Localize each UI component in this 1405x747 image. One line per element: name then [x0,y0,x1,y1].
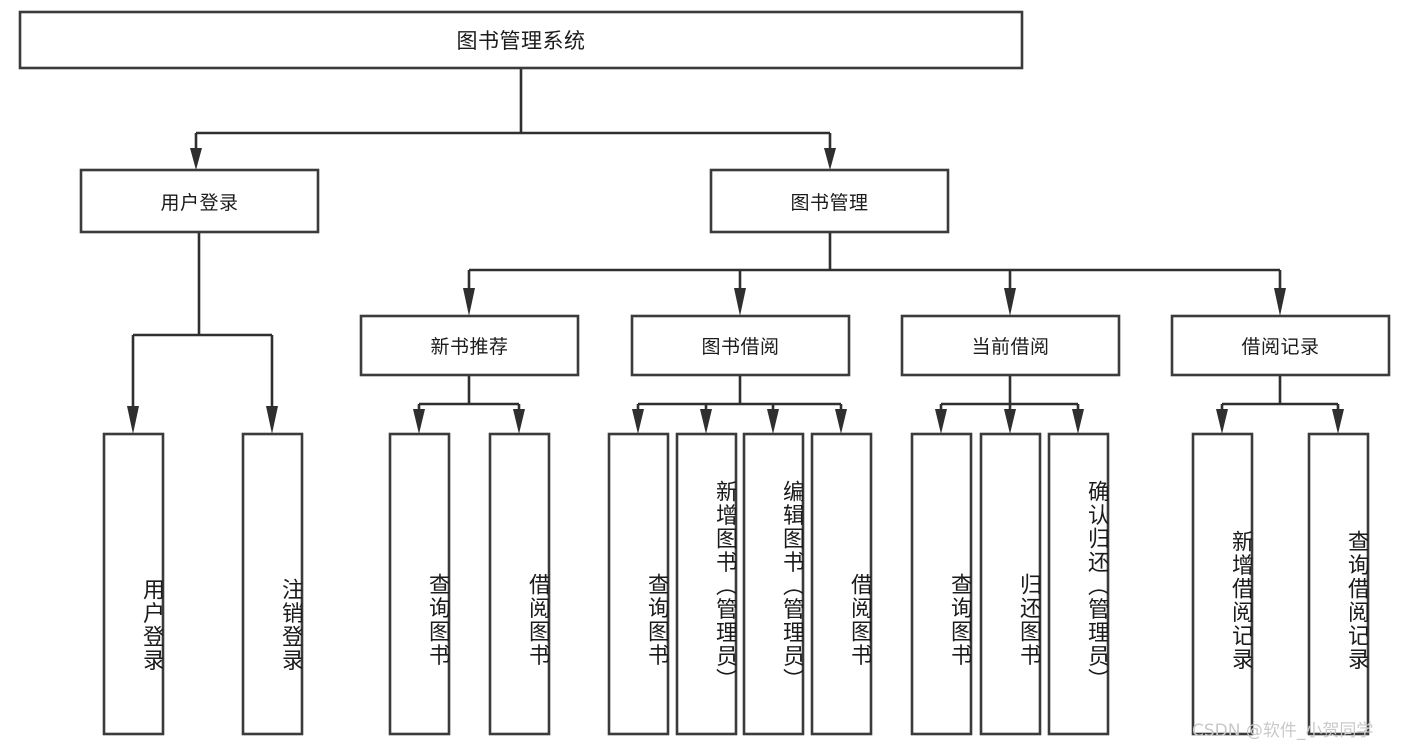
arrowhead-current-3 [1072,409,1084,434]
leaf-box-book-borrow-0[interactable] [607,432,670,736]
arrowhead-borrow-2 [700,409,712,434]
arrowhead-current-1 [935,409,947,434]
leaf-box-borrow-record-0[interactable] [1191,432,1254,736]
leaf-box-current-borrow-0[interactable] [910,432,973,736]
leaf-box-current-borrow-2[interactable] [1047,432,1110,736]
arrowhead-tier3-4 [1274,288,1286,316]
node-box-book-management[interactable] [709,168,950,234]
arrowhead-userlogin-2 [266,406,278,434]
arrowhead-tier3-2 [734,288,746,316]
node-box-root[interactable] [18,10,1024,70]
leaf-box-current-borrow-1[interactable] [979,432,1042,736]
arrowhead-newbook-1 [413,409,425,434]
node-box-book-borrow[interactable] [630,314,851,377]
arrowhead-tier2-2 [824,148,836,170]
leaf-box-book-borrow-2[interactable] [742,432,805,736]
leaf-box-user-login-0[interactable] [102,432,165,736]
arrowhead-record-1 [1216,409,1228,434]
box-layer [18,10,1391,736]
node-box-user-login[interactable] [79,168,320,234]
arrowhead-current-2 [1004,409,1016,434]
node-box-borrow-record[interactable] [1170,314,1391,377]
arrowhead-borrow-4 [835,409,847,434]
leaf-box-new-book-recommend-1[interactable] [488,432,551,736]
leaf-box-user-login-1[interactable] [241,432,304,736]
arrowhead-newbook-2 [513,409,525,434]
leaf-box-new-book-recommend-0[interactable] [388,432,451,736]
arrowhead-tier3-3 [1004,288,1016,316]
leaf-box-book-borrow-3[interactable] [810,432,873,736]
node-box-current-borrow[interactable] [900,314,1121,377]
arrowhead-borrow-1 [632,409,644,434]
arrowhead-tier3-1 [463,288,475,316]
arrowhead-record-2 [1332,409,1344,434]
leaf-box-borrow-record-1[interactable] [1307,432,1370,736]
arrowhead-borrow-3 [767,409,779,434]
arrowhead-userlogin-1 [127,406,139,434]
leaf-box-book-borrow-1[interactable] [675,432,738,736]
arrowhead-tier2-1 [190,148,202,170]
arrowhead-layer [127,148,1344,434]
node-box-new-book-recommend[interactable] [359,314,580,377]
